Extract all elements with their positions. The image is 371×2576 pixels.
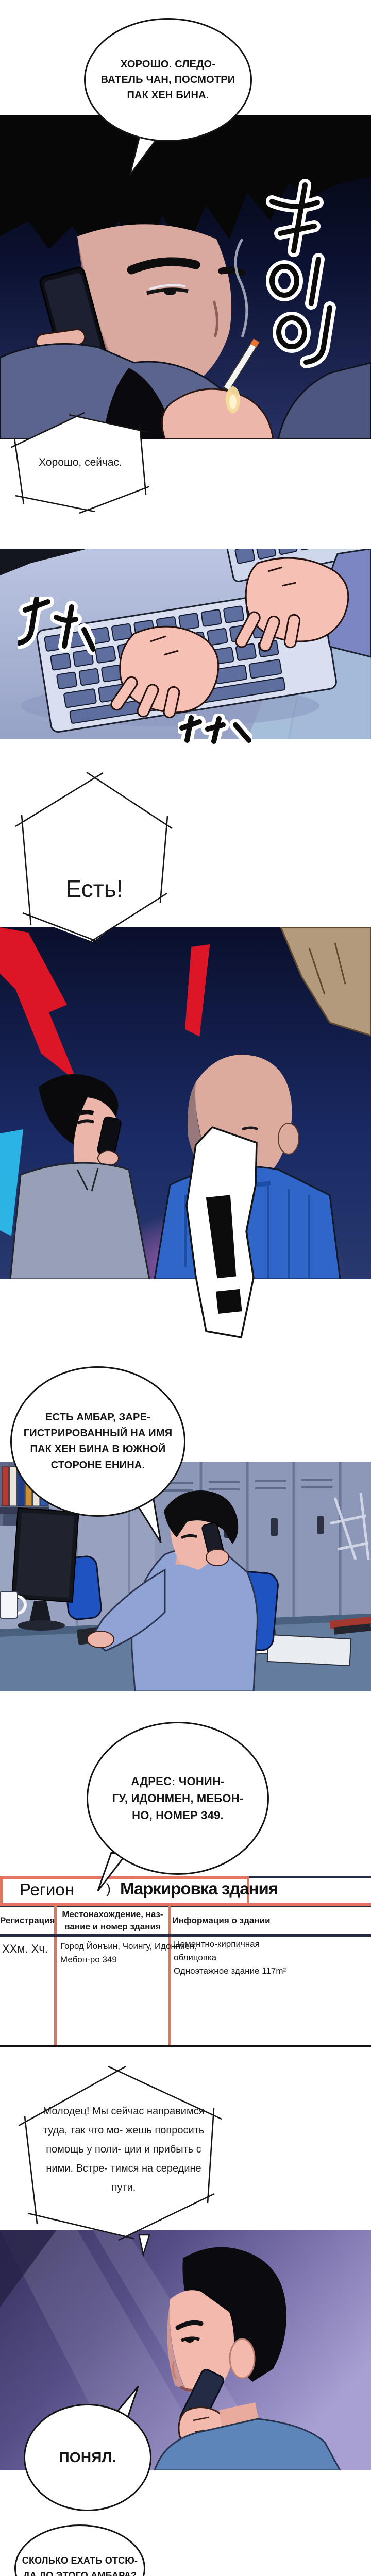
bubble-line: жешь попросить помощь у поли-: [46, 2125, 205, 2155]
bubble-line: направимся туда, так что мо-: [43, 2106, 205, 2136]
speech-bubble-call-order: ХОРОШО. СЛЕДО- ВАТЕЛЬ ЧАН, ПОСМОТРИ ПАК …: [84, 18, 252, 142]
bubble-line: ПАК ХЕН БИНА.: [127, 90, 209, 101]
folded-chair: [329, 1492, 370, 1560]
panel3-art: [0, 927, 371, 1279]
red-light-streak: [0, 927, 77, 1082]
bubble-line: ВАТЕЛЬ ЧАН, ПОСМОТРИ: [100, 74, 235, 86]
bubble-line: АДРЕС: ЧОНИН-: [131, 1775, 225, 1788]
bubble-line: ХОРОШО. СЛЕДО-: [120, 59, 216, 70]
cigarette: [223, 338, 260, 392]
col-registration: Регистрация: [0, 1916, 55, 1925]
phone-bubble-plan: Молодец! Мы сейчас направимся туда, так …: [16, 2065, 224, 2263]
typing-sfx-icon-2: [178, 714, 252, 744]
phone-bubble-ok-now: Хорошо, сейчас.: [11, 412, 149, 515]
smoke: [234, 238, 248, 337]
location-value-2: Мебон-ро 349: [60, 1955, 117, 1964]
table-marking-header: Маркировка здания: [120, 1879, 278, 1898]
info-value-2: облицовка: [174, 1953, 217, 1962]
man-profile: [154, 2247, 341, 2470]
bubble-line: ЕСТЬ АМБАР, ЗАРЕ-: [45, 1412, 150, 1423]
panel-phone-call-night: [0, 115, 371, 439]
speech-bubble-how-long: СКОЛЬКО ЕХАТЬ ОТСЮ- ДА ДО ЭТОГО АМБАРА?: [14, 2524, 145, 2576]
table-paren: ): [106, 1881, 111, 1896]
investigator: [9, 1074, 150, 1279]
bubble-line: НО, НОМЕР 349.: [132, 1809, 224, 1822]
bubble-line: ПОНЯЛ.: [59, 2449, 116, 2465]
hair-silhouette: [0, 115, 371, 260]
bubble-line: СКОЛЬКО ЕХАТЬ ОТСЮ-: [22, 2555, 138, 2566]
panel2-art: [0, 549, 371, 739]
speech-bubble-address: АДРЕС: ЧОНИН- ГУ, ИДОНМЕН, МЕБОН- НО, НО…: [87, 1722, 269, 1875]
bubble-line: ГУ, ИДОНМЕН, МЕБОН-: [112, 1792, 244, 1805]
bubble-line: тимся на середине пути.: [110, 2163, 201, 2193]
col-location-2: вание и номер здания: [64, 1922, 161, 1931]
bubble-line: ДА ДО ЭТОГО АМБАРА?: [23, 2570, 137, 2576]
panel-phone-profile: [0, 2230, 371, 2470]
col-location-1: Местонахождение, наз-: [62, 1909, 163, 1919]
typing-sfx-icon-1: [18, 597, 95, 658]
bubble-line: Есть!: [65, 875, 123, 902]
bubble-line: ГИСТРИРОВАННЫЙ НА ИМЯ: [23, 1428, 173, 1439]
info-value-3: Одноэтажное здание 117m²: [174, 1966, 286, 1976]
coat-corner: [280, 927, 371, 1037]
left-hand: [110, 625, 220, 719]
location-value-1: Город Йонъин, Чоингу, Идонгмен,: [60, 1941, 197, 1951]
cigarette-hiss-sfx-icon: [258, 178, 348, 374]
building-registry-table: Регион ) Маркировка здания Регистрация М…: [0, 1876, 371, 2047]
bubble-line: СТОРОНЕ ЕНИНА.: [50, 1460, 145, 1471]
speech-bubble-understood: ПОНЯЛ.: [24, 2404, 151, 2511]
table-region-header: Регион: [20, 1880, 74, 1899]
blue-light-streak: [0, 1129, 23, 1236]
mug: [0, 1591, 27, 1619]
panel-two-men-night: [0, 927, 371, 1279]
reg-value: ХХм. Хч.: [2, 1942, 48, 1955]
bubble-line: Молодец! Мы сейчас: [43, 2106, 144, 2117]
black-shirt: [103, 368, 175, 439]
bubble-line: Хорошо, сейчас.: [39, 456, 122, 468]
monitor: [11, 1507, 79, 1631]
exclaim-bubble: !: [180, 1123, 267, 1345]
bubble-line: ции и прибыть с ними. Встре-: [46, 2144, 201, 2174]
bubble-line: ПАК ХЕН БИНА В ЮЖНОЙ: [30, 1444, 166, 1455]
panel5-art: [0, 2230, 371, 2470]
phone-bubble-got-it: Есть!: [14, 772, 178, 950]
info-value-1: Цементно-кирпичная: [174, 1939, 260, 1949]
panel-keyboard-typing: [0, 549, 371, 739]
col-building-info: Информация о здании: [172, 1916, 271, 1925]
panel1-art: [0, 115, 371, 439]
bubble-text: Молодец! Мы сейчас направимся туда, так …: [36, 2102, 211, 2197]
cigarette-hand: [161, 388, 274, 439]
right-hand: [235, 557, 349, 652]
speech-bubble-barn-info: ЕСТЬ АМБАР, ЗАРЕ- ГИСТРИРОВАННЫЙ НА ИМЯ …: [10, 1366, 185, 1517]
man-at-desk: [87, 1490, 258, 1691]
table-title-box: [0, 1876, 249, 1906]
